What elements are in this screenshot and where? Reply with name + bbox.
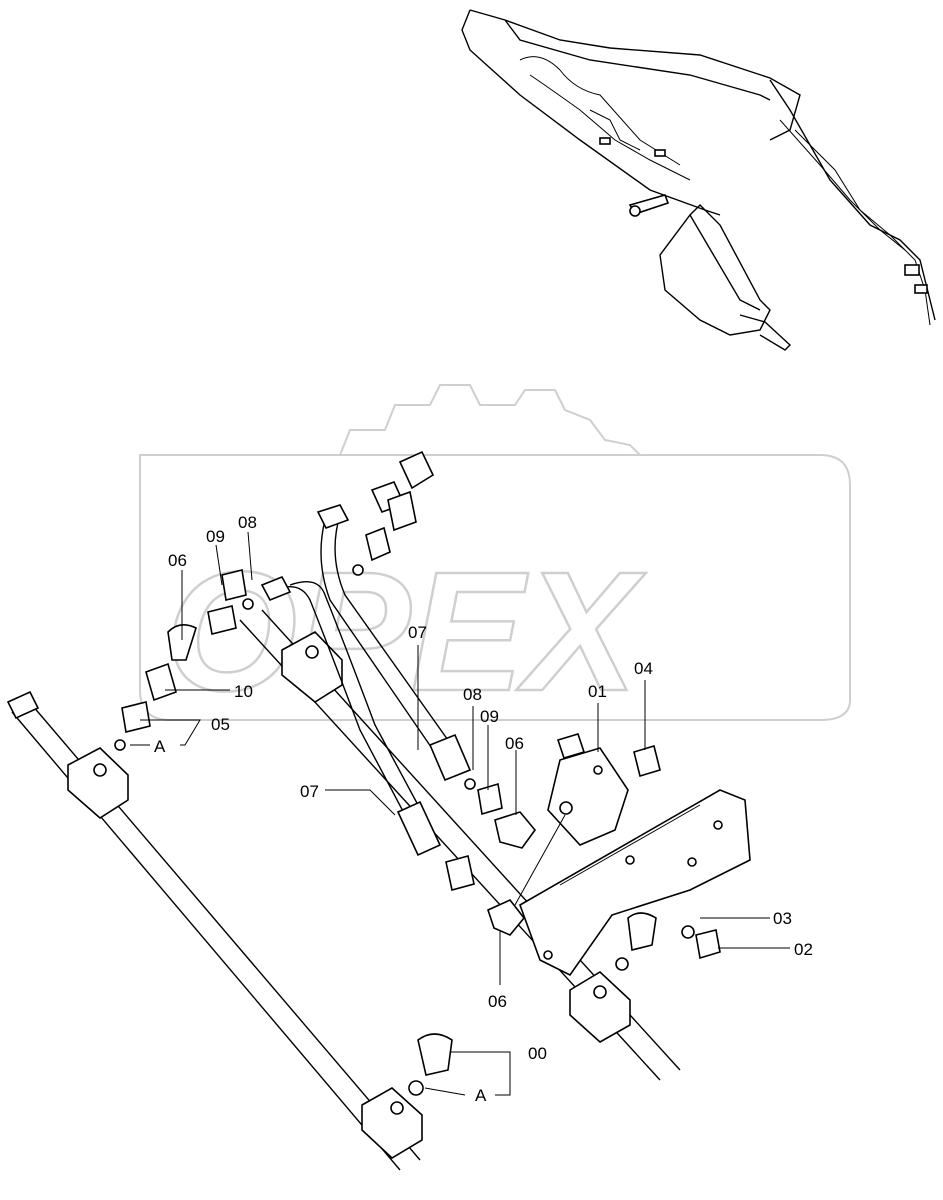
label-09-mid: 09: [480, 707, 499, 726]
part-labels: 06 09 08 10 05 A 07 07 08 09 06 01 04 03…: [154, 513, 813, 1105]
label-08-upper-left: 08: [238, 513, 257, 532]
label-01: 01: [588, 682, 607, 701]
label-03: 03: [773, 909, 792, 928]
label-08-mid: 08: [463, 685, 482, 704]
leader-lines: [130, 531, 790, 1096]
valve-and-bracket: [408, 733, 751, 1096]
main-pipe-center: [239, 609, 681, 1081]
hose-assemblies: [260, 504, 472, 857]
label-09-upper-left: 09: [206, 527, 225, 546]
label-00: 00: [528, 1044, 547, 1063]
label-07-lower: 07: [300, 782, 319, 801]
main-pipe-left: [6, 690, 423, 1171]
label-02: 02: [794, 940, 813, 959]
label-ref-a-upper: A: [154, 737, 166, 756]
label-07-upper: 07: [408, 623, 427, 642]
label-ref-a-lower: A: [475, 1086, 487, 1105]
watermark: OPEX: [139, 384, 851, 728]
label-06-lower: 06: [488, 992, 507, 1011]
label-10: 10: [234, 682, 253, 701]
label-04: 04: [634, 659, 653, 678]
label-06-mid: 06: [505, 734, 524, 753]
label-05: 05: [211, 715, 230, 734]
upper-fittings: [114, 450, 435, 751]
boom-overview-illustration: [461, 9, 936, 351]
watermark-text: OPEX: [165, 537, 646, 727]
label-06-upper-left: 06: [168, 551, 187, 570]
